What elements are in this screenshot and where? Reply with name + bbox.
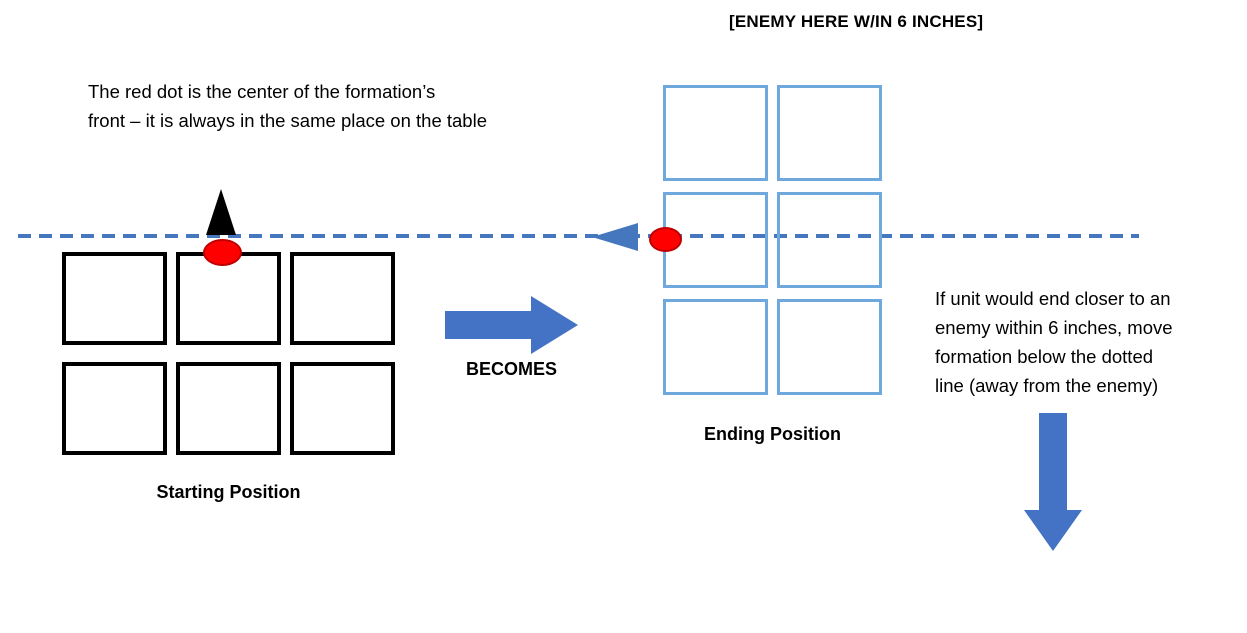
formation-square <box>176 252 281 345</box>
ending-formation-grid <box>663 85 882 395</box>
formation-center-dot-start <box>203 239 242 266</box>
red-dot-note: The red dot is the center of the formati… <box>88 77 487 135</box>
formation-square <box>777 192 882 288</box>
formation-square <box>290 362 395 455</box>
enemy-position-header: [ENEMY HERE W/IN 6 INCHES] <box>729 12 984 31</box>
formation-square <box>777 85 882 181</box>
red-dot-note-line-1: The red dot is the center of the formati… <box>88 81 436 102</box>
starting-formation-grid <box>62 252 395 455</box>
becomes-label: BECOMES <box>465 359 557 379</box>
left-arrowhead-icon <box>592 223 638 251</box>
formation-square <box>62 362 167 455</box>
move-down-arrow-icon <box>1024 413 1082 551</box>
enemy-rule-note-line-3: formation below the dotted <box>935 346 1154 367</box>
enemy-rule-note-line-2: enemy within 6 inches, move <box>935 317 1173 338</box>
becomes-right-arrow-icon <box>445 296 578 354</box>
formation-square <box>62 252 167 345</box>
formation-square <box>290 252 395 345</box>
ending-position-label: Ending Position <box>704 424 841 444</box>
starting-position-label: Starting Position <box>156 482 301 502</box>
enemy-rule-note: If unit would end closer to an enemy wit… <box>935 284 1173 400</box>
red-dot-note-line-2: front – it is always in the same place o… <box>88 110 487 131</box>
formation-square <box>663 299 768 395</box>
formation-center-dot-end <box>649 227 682 252</box>
formation-square <box>777 299 882 395</box>
facing-triangle-icon <box>206 189 236 235</box>
formation-square <box>176 362 281 455</box>
formation-square <box>663 85 768 181</box>
center-dashed-line <box>18 234 1139 238</box>
enemy-rule-note-line-1: If unit would end closer to an <box>935 288 1171 309</box>
enemy-rule-note-line-4: line (away from the enemy) <box>935 375 1159 396</box>
